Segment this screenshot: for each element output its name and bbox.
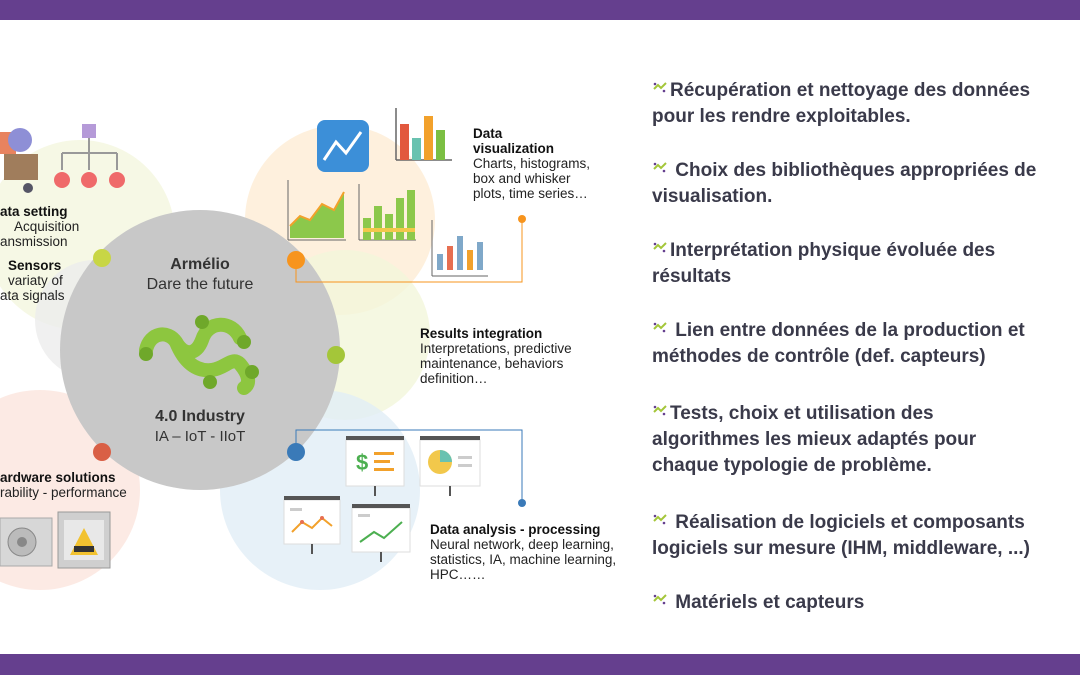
label-hardware: ardware solutions rability - performance [0, 470, 127, 500]
connector-visualization [295, 220, 523, 283]
sparkle-arrow-icon [653, 514, 667, 525]
sensors-line-2: ata signals [0, 288, 65, 303]
bullet-line: pour les rendre exploitables. [652, 106, 911, 127]
hardware-line-1: rability - performance [0, 485, 127, 500]
sensor-node-icon [0, 128, 38, 193]
sparkle-arrow-icon [653, 594, 667, 605]
center-industry: 4.0 Industry [155, 408, 245, 425]
label-results-integration: Results integration Interpretations, pre… [420, 326, 572, 386]
dollar-board-icon: $ [345, 436, 405, 496]
results-integration-line-3: definition… [420, 371, 488, 386]
bullet-line-row: Récupération et nettoyage des données [652, 78, 1080, 104]
label-sensors: Sensors variaty of ata signals [0, 258, 65, 303]
bullet-item: Interprétation physique évoluée des résul… [652, 238, 1080, 290]
dot-red [93, 443, 111, 461]
bullet-line: chaque typologie de problème. [652, 455, 932, 476]
data-analysis-title: Data analysis - processing [430, 522, 601, 537]
svg-text:$: $ [356, 450, 368, 475]
sensors-line-1: variaty of [8, 273, 63, 288]
box-plot-icon [431, 220, 488, 277]
data-visualization-line-2: box and whisker [473, 171, 571, 186]
diagram-graphics: $ [0, 108, 526, 590]
dot-blue [287, 443, 305, 461]
bullet-item: Récupération et nettoyage des données pou… [652, 78, 1080, 130]
connector-dot-analysis [518, 499, 526, 507]
data-visualization-title-2: visualization [473, 141, 555, 156]
data-analysis-line-3: HPC…… [430, 567, 486, 582]
sparkle-arrow-icon [653, 322, 667, 333]
bullet-line: Lien entre données de la production et [670, 320, 1025, 341]
results-integration-title: Results integration [420, 326, 543, 341]
bullet-item: Choix des bibliothèques appropriées de vi… [652, 158, 1080, 210]
area-chart-icon [287, 180, 346, 241]
results-integration-line-1: Interpretations, predictive [420, 341, 572, 356]
bullet-line-row: Lien entre données de la production et [652, 318, 1080, 344]
bar-chart-icon [395, 108, 452, 161]
dot-green-left [93, 249, 111, 267]
sparkle-arrow-icon [653, 405, 667, 416]
label-data-setting: ata setting Acquisition ansmission [0, 204, 79, 249]
bullet-line-row: Matériels et capteurs [652, 590, 1080, 616]
center-tagline: Dare the future [146, 276, 254, 293]
bullet-line-row: Interprétation physique évoluée des [652, 238, 1080, 264]
bullet-item: Matériels et capteurs [652, 590, 1080, 616]
bullet-line-row: Réalisation de logiciels et composants [652, 510, 1080, 536]
line-board-icon [283, 496, 341, 554]
sparkle-arrow-icon [653, 242, 667, 253]
connector-dot-visualization [518, 215, 526, 223]
bullet-line: algorithmes les mieux adaptés pour [652, 429, 977, 450]
data-analysis-line-2: statistics, IA, machine learning, [430, 552, 617, 567]
bullet-line: visualisation. [652, 186, 773, 207]
bullet-line: Interprétation physique évoluée des [670, 240, 996, 261]
center-tech: IA – IoT - IIoT [154, 428, 246, 445]
network-tree-icon [54, 124, 125, 188]
connector-analysis [295, 429, 523, 502]
dot-orange [287, 251, 305, 269]
bullet-item: Tests, choix et utilisation des algorithm… [652, 401, 1080, 479]
pie-board-icon [419, 436, 481, 496]
data-analysis-line-1: Neural network, deep learning, [430, 537, 614, 552]
label-data-visualization: Data visualization Charts, histograms, b… [473, 126, 590, 201]
data-visualization-line-1: Charts, histograms, [473, 156, 591, 171]
label-data-analysis: Data analysis - processing Neural networ… [430, 522, 616, 582]
bullet-line-row: Tests, choix et utilisation des [652, 401, 1080, 427]
sparkle-arrow-icon [653, 82, 667, 93]
bullet-item: Réalisation de logiciels et composants lo… [652, 510, 1080, 562]
sparkle-arrow-icon [653, 162, 667, 173]
bullet-line: Choix des bibliothèques appropriées de [670, 160, 1037, 181]
data-visualization-line-3: plots, time series… [473, 186, 588, 201]
sensors-title: Sensors [8, 258, 62, 273]
center-brand: Armélio [170, 256, 230, 273]
bullet-line: Tests, choix et utilisation des [670, 403, 934, 424]
bullet-line: Matériels et capteurs [670, 592, 865, 613]
bullet-item: Lien entre données de la production et mé… [652, 318, 1080, 370]
bullet-line: logiciels sur mesure (IHM, middleware, .… [652, 538, 1030, 559]
bullet-line-row: Choix des bibliothèques appropriées de [652, 158, 1080, 184]
bullet-line: méthodes de contrôle (def. capteurs) [652, 346, 986, 367]
growth-board-icon [351, 504, 411, 562]
hardware-unit-icon [0, 511, 111, 569]
bullet-line: Réalisation de logiciels et composants [670, 512, 1025, 533]
results-integration-line-2: maintenance, behaviors [420, 356, 564, 371]
hardware-title: ardware solutions [0, 470, 116, 485]
data-setting-line-2: ansmission [0, 234, 68, 249]
industry-diagram: $ [0, 20, 640, 654]
dot-green-right [327, 346, 345, 364]
bullet-line: Récupération et nettoyage des données [670, 80, 1031, 101]
trend-chart-icon [317, 120, 369, 172]
armelio-logo-icon [139, 315, 259, 395]
bullet-list: Récupération et nettoyage des données pou… [652, 20, 1080, 654]
data-setting-line-1: Acquisition [14, 219, 80, 234]
bullet-line: résultats [652, 266, 732, 287]
data-setting-title: ata setting [0, 204, 68, 219]
data-visualization-title-1: Data [473, 126, 503, 141]
bottom-band [0, 654, 1080, 675]
top-band [0, 0, 1080, 20]
histogram-icon [358, 184, 416, 241]
